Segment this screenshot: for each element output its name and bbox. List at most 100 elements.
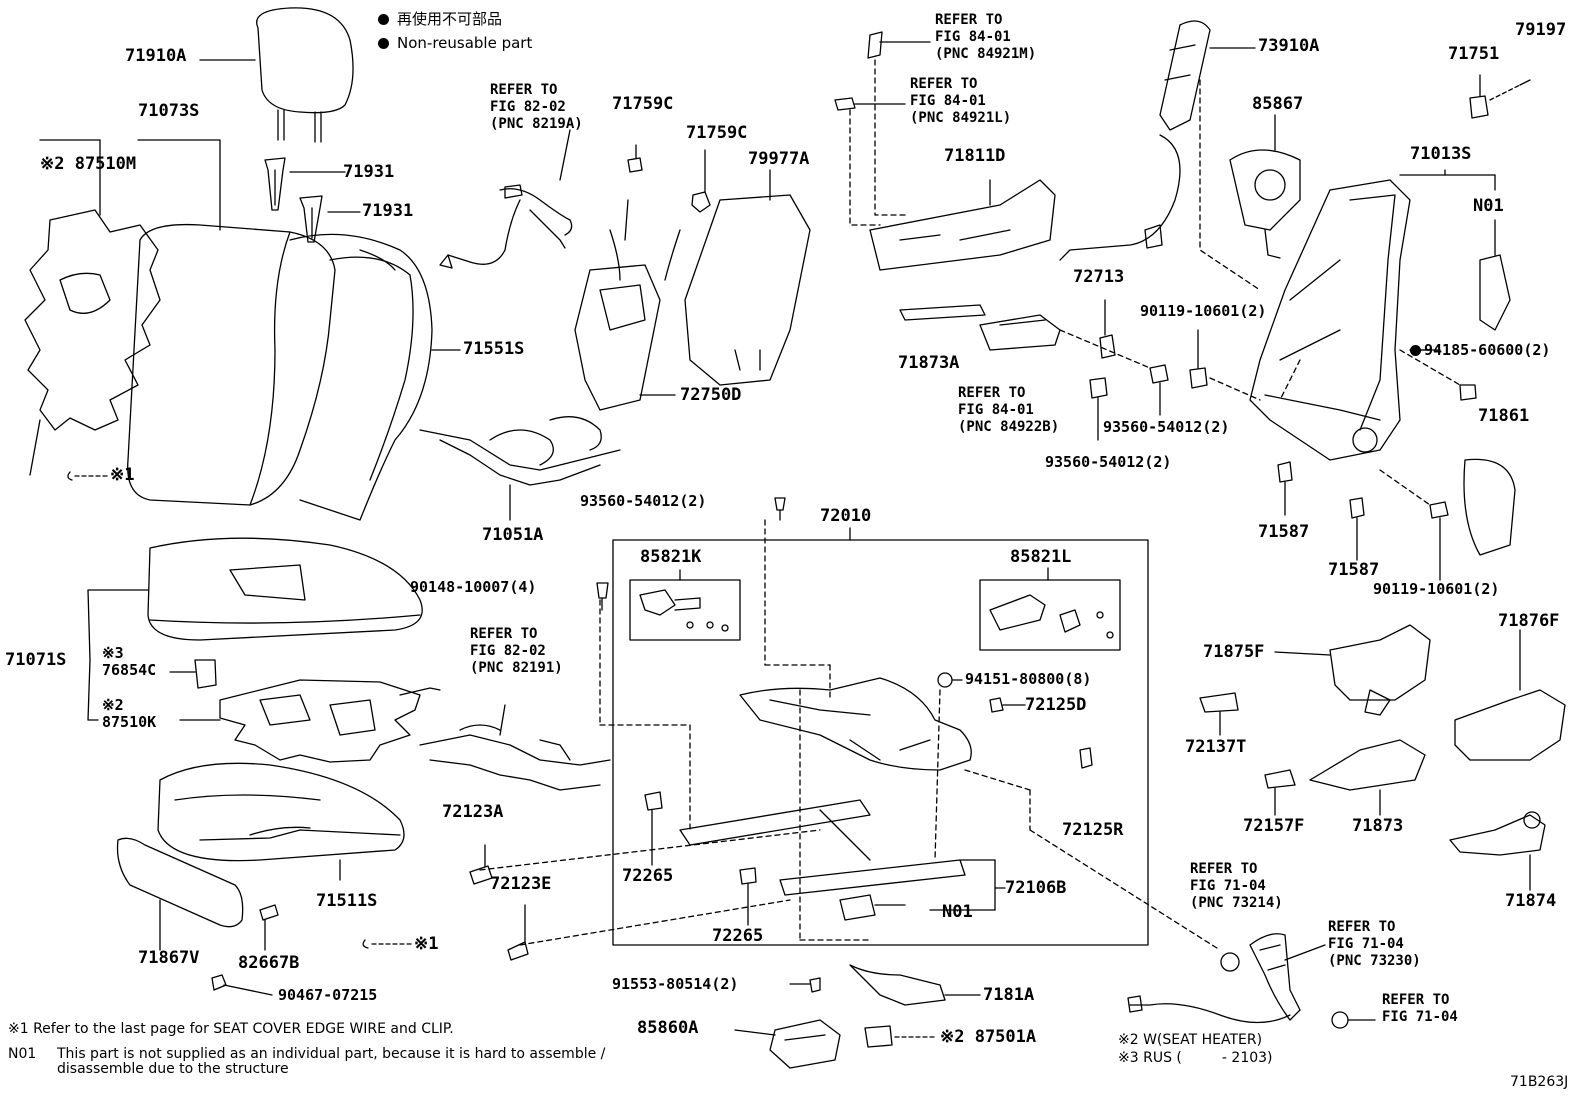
side-trims-drawing	[1199, 624, 1566, 891]
label-71861: 71861	[1478, 406, 1530, 426]
note-n01-label: N01	[8, 1046, 37, 1062]
label-73910A: 73910A	[1258, 36, 1320, 56]
label-71875F: 71875F	[1203, 642, 1265, 662]
label-71551S: 71551S	[463, 339, 525, 359]
note-x1: ※1 Refer to the last page for SEAT COVER…	[8, 1021, 454, 1037]
label-72010: 72010	[820, 506, 872, 526]
harness-8219A-drawing	[439, 129, 573, 269]
track-leaders	[479, 519, 1221, 951]
label-93560-54012-b: 93560-54012(2)	[1103, 418, 1230, 436]
refer-fig-82-02-82191: REFER TO FIG 82-02 (PNC 82191)	[470, 626, 563, 676]
label-71867V: 71867V	[138, 948, 200, 968]
label-71013S: 71013S	[1410, 144, 1472, 164]
refer-fig-82-02-8219A: REFER TO FIG 82-02 (PNC 8219A)	[490, 82, 583, 132]
label-N01-a: N01	[942, 902, 973, 922]
sheet-79977A-drawing	[684, 169, 811, 386]
label-71751: 71751	[1448, 44, 1500, 64]
note-x2: ※2 W(SEAT HEATER)	[1118, 1032, 1263, 1048]
refer-fig-84-01-84921L: REFER TO FIG 84-01 (PNC 84921L)	[910, 76, 1012, 126]
label-72265-b: 72265	[712, 926, 764, 946]
label-7181A: 7181A	[983, 985, 1035, 1005]
label-90148-10007: 90148-10007(4)	[410, 578, 537, 596]
label-90467-07215: 90467-07215	[278, 986, 378, 1004]
cushion-heater-drawing	[179, 679, 441, 763]
label-71873A: 71873A	[898, 353, 960, 373]
seatback-cover-drawing	[127, 139, 461, 521]
label-71511S: 71511S	[316, 891, 378, 911]
label-72713: 72713	[1073, 267, 1125, 287]
wire-71051A-drawing	[419, 416, 621, 521]
label-71587-a: 71587	[1258, 522, 1310, 542]
refer-fig-71-04: REFER TO FIG 71-04	[1382, 992, 1458, 1025]
label-71071S: 71071S	[5, 650, 67, 670]
seat-frame-drawing	[679, 677, 1006, 921]
label-93560-54012-c: 93560-54012(2)	[1045, 453, 1172, 471]
refer-fig-71-04-73230: REFER TO FIG 71-04 (PNC 73230)	[1328, 919, 1421, 969]
label-71931-a: 71931	[343, 162, 395, 182]
front-trim-drawing	[116, 837, 413, 996]
label-85867: 85867	[1252, 94, 1304, 114]
clip-71759C-drawing	[627, 144, 711, 213]
legend-jp-text: 再使用不可部品	[397, 10, 503, 28]
cushion-pad-drawing	[87, 537, 423, 721]
legend-line-jp: 再使用不可部品	[378, 8, 502, 29]
seatback-frame-drawing	[1229, 74, 1531, 581]
label-72125D: 72125D	[1025, 695, 1087, 715]
label-x1-b: ※1	[414, 934, 439, 954]
motor-85821K-box	[629, 579, 741, 641]
non-reusable-dot-icon	[1410, 345, 1421, 356]
non-reusable-dot-icon	[378, 14, 389, 25]
label-90119-10601-a: 90119-10601(2)	[1140, 302, 1267, 320]
label-94151-80800: 94151-80800(8)	[965, 670, 1092, 688]
refer-fig-71-04-73214: REFER TO FIG 71-04 (PNC 73214)	[1190, 861, 1283, 911]
label-90119-10601-b: 90119-10601(2)	[1373, 580, 1500, 598]
headrest-drawing	[199, 7, 354, 143]
label-82667B: 82667B	[238, 953, 300, 973]
motor-85821L-drawing	[989, 594, 1114, 639]
refer-fig-84-01-84922B: REFER TO FIG 84-01 (PNC 84922B)	[958, 385, 1060, 435]
label-87501A: ※2 87501A	[940, 1027, 1037, 1047]
label-79197: 79197	[1515, 20, 1567, 40]
label-71811D: 71811D	[944, 146, 1006, 166]
note-n01-line1: This part is not supplied as an individu…	[57, 1046, 606, 1062]
motor-85821K-drawing	[639, 589, 729, 632]
label-91553-80514: 91553-80514(2)	[612, 975, 739, 993]
refer-fig-84-01-84921M: REFER TO FIG 84-01 (PNC 84921M)	[935, 12, 1037, 62]
guide-71931-drawing	[264, 157, 361, 243]
label-72125R: 72125R	[1062, 820, 1124, 840]
non-reusable-dot-icon	[378, 38, 389, 49]
lumbar-drawing	[574, 199, 681, 411]
label-N01-b: N01	[1473, 196, 1504, 216]
label-71876F: 71876F	[1498, 611, 1560, 631]
label-87510K: ※2 87510K	[102, 696, 157, 731]
cushion-cover-drawing	[157, 762, 405, 881]
note-n01-line2: disassemble due to the structure	[57, 1061, 289, 1077]
label-71873: 71873	[1352, 816, 1404, 836]
clip-drawing	[67, 471, 109, 481]
label-71759C-a: 71759C	[612, 94, 674, 114]
label-71759C-b: 71759C	[686, 123, 748, 143]
label-79977A: 79977A	[748, 149, 810, 169]
diagram-code: 71B263J	[1510, 1074, 1569, 1090]
label-85821K: 85821K	[640, 547, 702, 567]
fasteners	[469, 497, 1093, 961]
back-heater-drawing	[24, 139, 161, 476]
label-94185-60600: 94185-60600(2)	[1410, 343, 1550, 358]
label-71587-b: 71587	[1328, 560, 1380, 580]
label-87510M: ※2 87510M	[40, 154, 137, 174]
label-72123E: 72123E	[490, 874, 552, 894]
lower-parts-drawing	[734, 964, 981, 1069]
label-71874: 71874	[1505, 891, 1557, 911]
legend-en-text: Non-reusable part	[397, 34, 533, 52]
seat-track-assy-box	[612, 539, 1149, 946]
label-71931-b: 71931	[362, 201, 414, 221]
note-x3: ※3 RUS ( - 2103)	[1118, 1050, 1273, 1066]
label-85821L: 85821L	[1010, 547, 1072, 567]
label-x1-a: ※1	[110, 465, 135, 485]
label-72265-a: 72265	[622, 866, 674, 886]
label-71073S: 71073S	[138, 101, 200, 121]
label-71051A: 71051A	[482, 525, 544, 545]
bottom-right-drawing	[1127, 933, 1376, 1029]
